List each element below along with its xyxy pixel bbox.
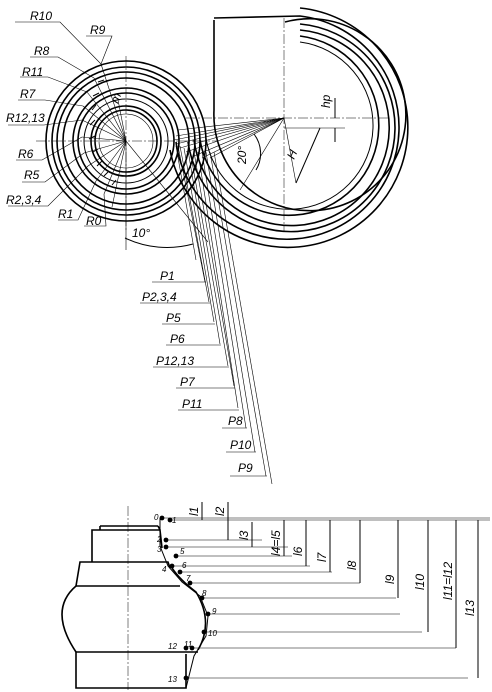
profile-points — [159, 515, 211, 681]
point-11: 11 — [184, 640, 192, 649]
label-p1: P1 — [160, 269, 175, 283]
label-r6: R6 — [18, 147, 34, 161]
label-r12-13: R12,13 — [6, 111, 45, 125]
point-3: 3 — [157, 545, 162, 554]
label-p5: P5 — [166, 311, 181, 325]
label-l7: l7 — [315, 551, 329, 562]
label-angle-20: 20° — [235, 146, 249, 165]
large-spiral — [169, 7, 409, 249]
l-label-group: l1 l2 l3 l4=l5 l6 l7 l8 l9 l10 l11=l12 l… — [187, 506, 477, 616]
point-9: 9 — [212, 607, 217, 616]
label-p2-3-4: P2,3,4 — [142, 290, 177, 304]
label-l9: l9 — [383, 574, 397, 584]
label-l10: l10 — [413, 574, 427, 590]
label-p10: P10 — [230, 438, 252, 452]
label-p6: P6 — [170, 332, 185, 346]
label-p9: P9 — [238, 461, 253, 475]
label-h: H — [284, 147, 300, 161]
label-r11: R11 — [22, 65, 43, 79]
label-r9: R9 — [90, 23, 106, 37]
label-r5: R5 — [24, 168, 40, 182]
radius-label-group: R10 R9 R8 R11 R7 R12,13 R6 R5 R2,3,4 R1 … — [6, 9, 106, 228]
point-5: 5 — [180, 547, 185, 556]
label-r1: R1 — [58, 207, 73, 221]
point-4: 4 — [162, 565, 167, 574]
label-r8: R8 — [34, 44, 50, 58]
label-l4-l5: l4=l5 — [269, 530, 283, 556]
point-6: 6 — [182, 561, 187, 570]
label-m: m — [108, 91, 125, 105]
label-p11: P11 — [182, 397, 202, 411]
point-1: 1 — [172, 516, 176, 525]
point-13: 13 — [168, 675, 177, 684]
label-l3: l3 — [237, 530, 251, 540]
label-l6: l6 — [291, 546, 305, 556]
p-label-leaders — [140, 281, 267, 477]
label-r7: R7 — [20, 87, 37, 101]
label-l1: l1 — [187, 507, 201, 516]
point-number-group: 0 1 2 3 4 5 6 7 8 9 10 11 12 13 — [154, 513, 217, 684]
label-angle-10: 10° — [132, 226, 150, 240]
construction-rays — [173, 98, 336, 191]
p-fan-lines — [124, 140, 273, 485]
label-l13: l13 — [463, 600, 477, 616]
label-l8: l8 — [345, 560, 359, 570]
point-10: 10 — [208, 629, 217, 638]
label-l11-l12: l11=l12 — [441, 562, 455, 600]
point-0: 0 — [154, 513, 159, 522]
point-8: 8 — [202, 589, 207, 598]
point-12: 12 — [168, 642, 177, 651]
point-2: 2 — [156, 535, 162, 544]
label-p8: P8 — [228, 414, 243, 428]
p-label-group: P1 P2,3,4 P5 P6 P12,13 P7 P11 P8 P10 P9 — [142, 269, 253, 475]
label-p12-13: P12,13 — [156, 354, 194, 368]
l-dimensions — [160, 502, 490, 679]
label-p7: P7 — [180, 375, 196, 389]
label-l2: l2 — [213, 506, 227, 516]
label-r0: R0 — [86, 214, 102, 228]
side-profile — [61, 506, 209, 690]
label-r2-3-4: R2,3,4 — [6, 193, 42, 207]
radius-leaders — [8, 21, 127, 227]
label-hp: hp — [319, 94, 333, 108]
point-7: 7 — [186, 574, 191, 583]
label-r10: R10 — [30, 9, 52, 23]
